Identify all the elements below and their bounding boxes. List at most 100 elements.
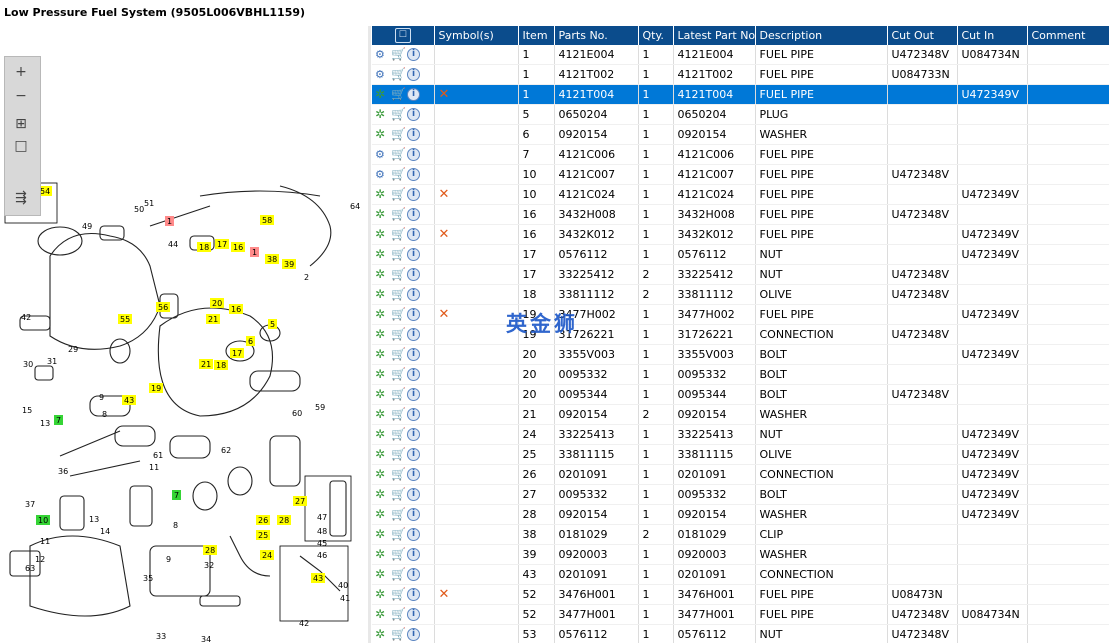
col-cut-out[interactable]: Cut Out <box>887 26 958 45</box>
gear-icon[interactable]: ✲ <box>375 327 386 342</box>
gear-icon[interactable]: ✲ <box>375 567 386 582</box>
callout-label[interactable]: 1 <box>165 216 174 226</box>
col-comment[interactable]: Comment <box>1027 26 1109 45</box>
gear-icon[interactable]: ✲ <box>375 487 386 502</box>
gear-icon[interactable]: ✲ <box>375 227 386 242</box>
callout-label[interactable]: 58 <box>260 215 274 225</box>
info-icon[interactable]: i <box>407 428 420 442</box>
callout-label[interactable]: 31 <box>47 357 57 366</box>
callout-label[interactable]: 35 <box>143 574 153 583</box>
callout-label[interactable]: 64 <box>350 202 360 211</box>
callout-label[interactable]: 7 <box>172 490 181 500</box>
col-description[interactable]: Description <box>755 26 888 45</box>
info-icon[interactable]: i <box>407 108 420 122</box>
info-icon[interactable]: i <box>407 228 420 242</box>
callout-label[interactable]: 1 <box>250 247 259 257</box>
info-icon[interactable]: i <box>407 88 420 102</box>
splitter[interactable] <box>368 26 371 643</box>
info-icon[interactable]: i <box>407 168 420 182</box>
cart-icon[interactable]: 🛒 <box>391 387 406 402</box>
callout-label[interactable]: 16 <box>231 242 245 252</box>
info-icon[interactable]: i <box>407 368 420 382</box>
callout-label[interactable]: 48 <box>317 527 327 536</box>
info-icon[interactable]: i <box>407 608 420 622</box>
gear-icon[interactable]: ✲ <box>375 287 386 302</box>
info-icon[interactable]: i <box>407 288 420 302</box>
cart-icon[interactable]: 🛒 <box>391 227 406 242</box>
info-icon[interactable]: i <box>407 568 420 582</box>
callout-label[interactable]: 17 <box>215 239 229 249</box>
callout-label[interactable]: 7 <box>54 415 63 425</box>
gear-icon[interactable]: ✲ <box>375 127 386 142</box>
callout-label[interactable]: 42 <box>299 619 309 628</box>
zoom-in-icon[interactable]: + <box>15 64 27 80</box>
callout-label[interactable]: 16 <box>229 304 243 314</box>
cart-icon[interactable]: 🛒 <box>391 607 406 622</box>
callout-label[interactable]: 6 <box>246 336 255 346</box>
header-select-all[interactable]: ☐ <box>372 26 435 45</box>
callout-label[interactable]: 10 <box>36 515 50 525</box>
callout-label[interactable]: 44 <box>168 240 178 249</box>
info-icon[interactable]: i <box>407 308 420 322</box>
cart-icon[interactable]: 🛒 <box>391 327 406 342</box>
info-icon[interactable]: i <box>407 348 420 362</box>
callout-label[interactable]: 41 <box>340 594 350 603</box>
info-icon[interactable]: i <box>407 588 420 602</box>
callout-label[interactable]: 13 <box>89 515 99 524</box>
callout-label[interactable]: 55 <box>118 314 132 324</box>
info-icon[interactable]: i <box>407 468 420 482</box>
cart-icon[interactable]: 🛒 <box>391 267 406 282</box>
callout-label[interactable]: 28 <box>203 545 217 555</box>
multi-gear-icon[interactable]: ⚙ <box>375 48 385 62</box>
actual-size-icon[interactable]: □ <box>14 138 28 154</box>
zoom-out-icon[interactable]: − <box>15 88 27 104</box>
callout-label[interactable]: 40 <box>338 581 348 590</box>
callout-label[interactable]: 24 <box>260 550 274 560</box>
cart-icon[interactable]: 🛒 <box>391 407 406 422</box>
info-icon[interactable]: i <box>407 388 420 402</box>
callout-label[interactable]: 36 <box>58 467 68 476</box>
callout-label[interactable]: 21 <box>199 359 213 369</box>
cart-icon[interactable]: 🛒 <box>391 127 406 142</box>
multi-gear-icon[interactable]: ⚙ <box>375 148 385 162</box>
callout-label[interactable]: 19 <box>149 383 163 393</box>
col-parts-no[interactable]: Parts No. <box>554 26 639 45</box>
cart-icon[interactable]: 🛒 <box>391 547 406 562</box>
gear-icon[interactable]: ✲ <box>375 407 386 422</box>
callout-label[interactable]: 9 <box>99 393 104 402</box>
col-cut-in[interactable]: Cut In <box>957 26 1028 45</box>
callout-label[interactable]: 46 <box>317 551 327 560</box>
info-icon[interactable]: i <box>407 408 420 422</box>
gear-icon[interactable]: ✲ <box>375 507 386 522</box>
col-symbols[interactable]: Symbol(s) <box>434 26 519 45</box>
callout-label[interactable]: 13 <box>40 419 50 428</box>
gear-icon[interactable]: ✲ <box>375 387 386 402</box>
callout-label[interactable]: 11 <box>40 537 50 546</box>
callout-label[interactable]: 26 <box>256 515 270 525</box>
callout-label[interactable]: 20 <box>210 298 224 308</box>
multi-gear-icon[interactable]: ⚙ <box>375 68 385 82</box>
callout-label[interactable]: 9 <box>166 555 171 564</box>
info-icon[interactable]: i <box>407 148 420 162</box>
info-icon[interactable]: i <box>407 548 420 562</box>
gear-icon[interactable]: ✲ <box>375 587 386 602</box>
callout-label[interactable]: 2 <box>304 273 309 282</box>
select-all-icon[interactable]: ☐ <box>394 28 411 43</box>
